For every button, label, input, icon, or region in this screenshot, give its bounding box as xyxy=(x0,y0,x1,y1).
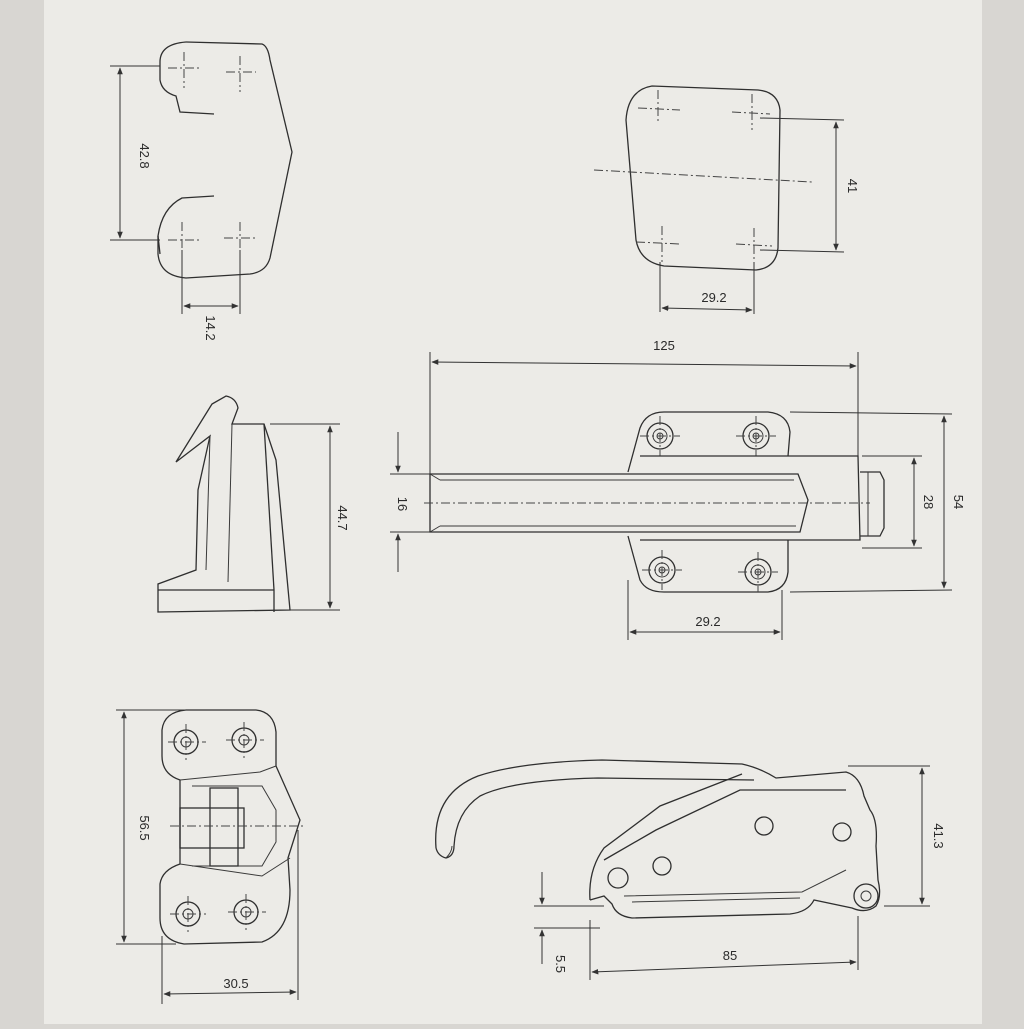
latch-top-view: 125 16 28 54 29.2 xyxy=(390,338,966,640)
dim-keeper-width: 30.5 xyxy=(223,976,248,991)
dim-handle-length: 85 xyxy=(723,948,737,963)
dim-handle-offset: 5.5 xyxy=(553,955,568,973)
dim-latch-length: 125 xyxy=(653,338,675,353)
dim-hinge-height: 42.8 xyxy=(137,143,152,168)
paper-background xyxy=(44,0,982,1024)
strike-side-view: 44.7 xyxy=(157,395,350,613)
dim-plate-height: 41 xyxy=(845,179,860,193)
mounting-plate-view: 41 29.2 xyxy=(593,85,860,314)
dim-body-height: 28 xyxy=(921,495,936,509)
dim-mount-hole-spacing: 29.2 xyxy=(695,614,720,629)
dim-bolt-side-height: 44.7 xyxy=(335,505,350,530)
handle-side-view: 41.3 5.5 85 xyxy=(435,759,946,980)
dim-bar-width: 16 xyxy=(395,497,410,511)
keeper-view: 56.5 30.5 xyxy=(116,709,306,1004)
dim-handle-height: 41.3 xyxy=(931,823,946,848)
hinge-plate-view: 42.8 14.2 xyxy=(110,41,293,341)
dim-hinge-hole-spacing: 14.2 xyxy=(203,315,218,340)
dim-plate-hole-spacing: 29.2 xyxy=(701,290,726,305)
dim-keeper-height: 56.5 xyxy=(137,815,152,840)
dim-mount-height: 54 xyxy=(951,495,966,509)
